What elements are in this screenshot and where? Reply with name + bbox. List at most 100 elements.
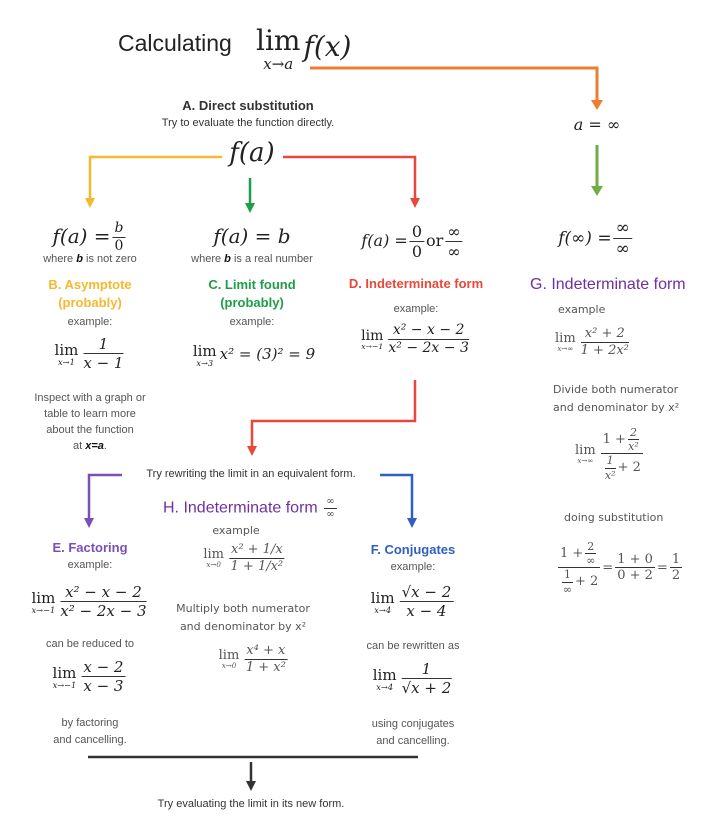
t: + 2: [575, 574, 599, 590]
num: 1: [604, 454, 616, 469]
t: and cancelling.: [376, 735, 450, 747]
t: at: [73, 440, 86, 452]
t: lim: [372, 665, 397, 684]
t: x→1: [58, 356, 75, 367]
num: ∞: [324, 496, 337, 509]
den: ∞: [586, 554, 596, 568]
den: ∞: [326, 509, 335, 520]
t: 1 +: [602, 432, 626, 448]
t: H. Indeterminate form: [163, 499, 318, 517]
rewritten-text: can be rewritten as: [366, 640, 460, 652]
example-label: example:: [229, 316, 275, 328]
indeterminate-form-heading: D. Indeterminate form: [348, 276, 484, 291]
example-label: example:: [393, 303, 439, 315]
t: x→∞: [577, 455, 594, 465]
g-heading: G. Indeterminate form: [530, 276, 686, 293]
direct-substitution-title: A. Direct substitution: [182, 98, 314, 113]
c-formula: f(a) = b: [213, 224, 291, 248]
b-condition: where b is not zero: [43, 253, 137, 265]
t: =: [602, 560, 614, 576]
num: 1: [562, 568, 573, 583]
den: 1 + 2x²: [580, 342, 629, 358]
den: x − 3: [83, 677, 124, 695]
num: x − 2: [81, 658, 126, 677]
factoring-heading: E. Factoring: [52, 540, 128, 555]
t: lim: [218, 648, 240, 664]
t: x→∞: [557, 344, 574, 354]
den: 0: [114, 237, 124, 254]
num: x² + 1/x: [228, 542, 285, 559]
t: and denominator by x²: [179, 620, 307, 633]
den: x²: [628, 440, 639, 454]
blue-arrow: [380, 473, 417, 528]
t: table to learn more: [44, 408, 136, 420]
example-label: example:: [67, 316, 113, 328]
num: x² − x − 2: [60, 583, 147, 602]
den: 1 + x²: [245, 659, 286, 675]
t: B. Asymptote: [48, 277, 132, 292]
den: x − 1: [83, 354, 124, 372]
t: b: [76, 253, 83, 265]
num: x⁴ + x: [244, 643, 288, 660]
num: 1: [83, 335, 124, 354]
num: 0: [409, 222, 425, 243]
t: x→0: [206, 560, 221, 570]
t: lim: [31, 588, 56, 607]
num: x² + 2: [580, 326, 629, 343]
t: and denominator by x²: [553, 401, 680, 414]
t: lim: [54, 340, 79, 359]
num: x² − x − 2: [388, 322, 469, 340]
t: lim: [370, 588, 395, 607]
num: 1 + 0: [615, 551, 655, 569]
den: 1 + 1/x²: [230, 558, 284, 574]
num: √x − 2: [399, 583, 454, 602]
t: lim: [192, 342, 217, 360]
t: where: [191, 253, 225, 265]
den: x² − 2x − 3: [60, 602, 147, 620]
conjugates-heading: F. Conjugates: [370, 542, 456, 557]
num: 2: [627, 426, 639, 441]
t: lim: [203, 547, 224, 563]
bottom-arrow: [88, 755, 418, 791]
t: x² = (3)² = 9: [219, 345, 316, 363]
red-arrow: [283, 155, 420, 208]
lhs: f(∞) =: [558, 228, 612, 249]
fa-formula: f(a): [229, 138, 275, 168]
den: x²: [604, 468, 616, 482]
num: 1: [669, 551, 683, 569]
t: x→−1: [361, 341, 384, 351]
den: ∞: [615, 239, 630, 260]
yellow-arrow: [85, 155, 222, 208]
rewrite-instruction: Try rewriting the limit in an equivalent…: [146, 468, 356, 480]
example-label: example: [212, 524, 260, 537]
t: lim: [575, 442, 596, 458]
reduced-text: can be reduced to: [45, 638, 135, 650]
den: 0: [411, 242, 423, 262]
lhs: f(a) =: [52, 223, 111, 248]
t: x→−1: [52, 679, 77, 690]
f-infinity-formula: f(∞) =∞∞: [558, 218, 634, 260]
example-label: example:: [67, 559, 113, 571]
lhs: f(a) =: [361, 231, 408, 251]
den: ∞: [562, 582, 573, 596]
den: x − 4: [406, 602, 447, 620]
t: =: [656, 560, 668, 576]
t: .: [103, 440, 107, 452]
t: x→4: [374, 604, 392, 615]
t: C. Limit found: [208, 277, 296, 292]
t: where: [43, 253, 77, 265]
den: ∞: [447, 242, 461, 262]
t: is not zero: [82, 253, 137, 265]
